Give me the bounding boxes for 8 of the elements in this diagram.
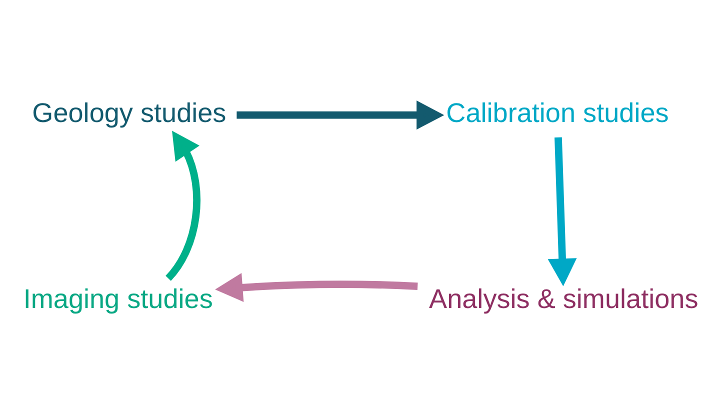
- arrow: [215, 272, 418, 302]
- node-text: Calibration studies: [446, 96, 669, 128]
- node-text: Imaging studies: [23, 282, 213, 314]
- arrow: [236, 100, 444, 130]
- node-text: Analysis & simulations: [429, 282, 698, 314]
- arrow: [548, 136, 577, 286]
- arrow: [165, 130, 200, 280]
- node-text: Geology studies: [32, 96, 226, 128]
